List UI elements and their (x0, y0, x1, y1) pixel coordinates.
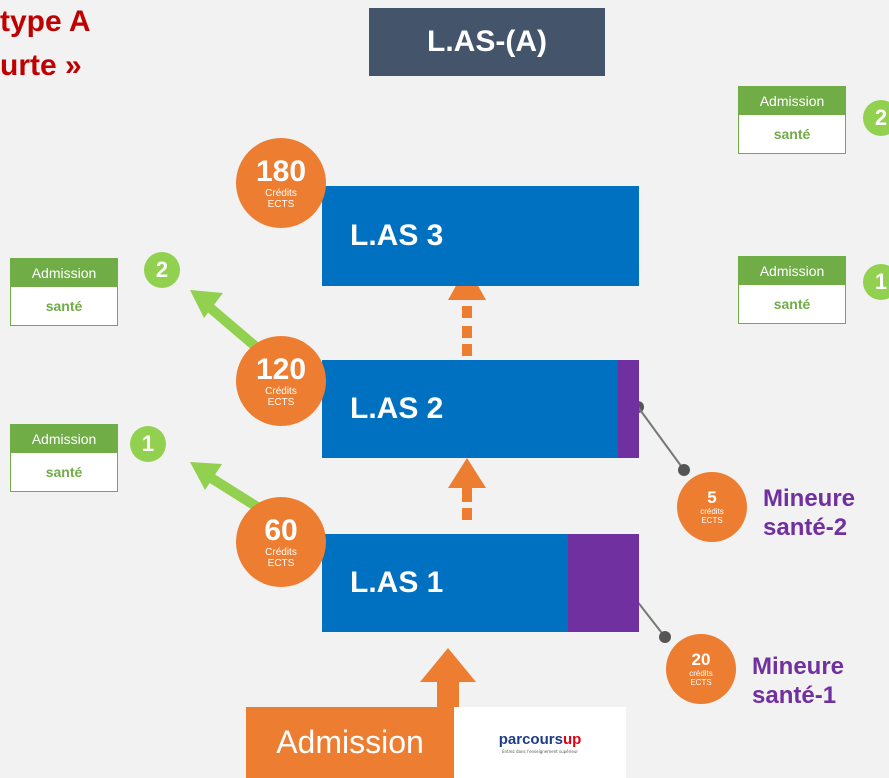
credits-circle-120: 120 Crédits ECTS (236, 336, 326, 426)
green-arrow-1 (190, 462, 265, 515)
admission-label: Admission (739, 87, 845, 115)
credits-unit-ects: ECTS (267, 397, 295, 408)
las-3-bar: L.AS 3 (322, 186, 639, 286)
mineure-sante-1-label: Mineure santé-1 (752, 652, 844, 710)
entry-arrow (420, 648, 476, 707)
minor-credits-circle-5: 5 crédits ECTS (677, 472, 747, 542)
minor-credits-unit-ects: ECTS (690, 678, 712, 687)
admission-label: Admission (739, 257, 845, 285)
minor-connector-2 (632, 401, 690, 476)
admission-sante-box-left-1: Admission santé (10, 424, 118, 492)
minor-credits-unit: crédits (700, 507, 724, 516)
credits-circle-60: 60 Crédits ECTS (236, 497, 326, 587)
las-1-minor-segment (568, 534, 639, 632)
logo-part1: parcours (498, 731, 563, 748)
credits-unit: Crédits (265, 547, 297, 558)
minor-credits-circle-20: 20 crédits ECTS (666, 634, 736, 704)
number-badge-1-left: 1 (130, 426, 166, 462)
logo-part2: up (562, 731, 582, 748)
number-badge-2-left: 2 (144, 252, 180, 288)
minor-credits-unit-ects: ECTS (701, 516, 723, 525)
mineure-line2: santé-2 (763, 514, 848, 541)
las-1-bar: L.AS 1 (322, 534, 568, 632)
diagram-title: L.AS-(A) (369, 8, 605, 76)
las-1-label: L.AS 1 (350, 566, 444, 599)
las-2-minor-segment (618, 360, 639, 458)
credits-circle-180: 180 Crédits ECTS (236, 138, 326, 228)
admission-label: Admission (11, 259, 117, 287)
admission-sante-box-right-1: Admission santé (738, 256, 846, 324)
number-badge-1-right: 1 (863, 264, 889, 300)
progress-arrow-1-2 (448, 458, 486, 520)
credits-unit: Crédits (265, 386, 297, 397)
green-arrow-2 (190, 290, 266, 356)
mineure-line1: Mineure (752, 653, 845, 680)
las-2-bar: L.AS 2 (322, 360, 618, 458)
credits-unit: Crédits (265, 188, 297, 199)
parcoursup-logo-box: parcoursup Entrez dans l'enseignement su… (454, 707, 626, 778)
parcoursup-logo: parcoursup (499, 731, 582, 748)
minor-credits-value: 20 (691, 650, 711, 669)
las-2-label: L.AS 2 (350, 392, 444, 425)
las-3-label: L.AS 3 (350, 219, 444, 252)
number-badge-2-right: 2 (863, 100, 889, 136)
sante-label: santé (45, 464, 83, 480)
admission-entry-box: Admission (246, 707, 454, 778)
credits-value: 120 (255, 353, 307, 386)
credits-value: 180 (255, 155, 307, 188)
mineure-line1: Mineure (763, 485, 856, 512)
sante-label: santé (773, 126, 811, 142)
header-title-line1: type A (0, 5, 91, 38)
minor-credits-unit: crédits (689, 669, 713, 678)
mineure-sante-2-label: Mineure santé-2 (763, 484, 855, 542)
credits-unit-ects: ECTS (267, 199, 295, 210)
sante-label: santé (773, 296, 811, 312)
credits-value: 60 (264, 514, 298, 547)
admission-label: Admission (11, 425, 117, 453)
admission-sante-box-left-2: Admission santé (10, 258, 118, 326)
parcoursup-tagline: Entrez dans l'enseignement supérieur (501, 749, 579, 754)
sante-label: santé (45, 298, 83, 314)
admission-sante-box-right-2: Admission santé (738, 86, 846, 154)
minor-credits-value: 5 (707, 488, 717, 507)
mineure-line2: santé-1 (752, 682, 837, 709)
credits-unit-ects: ECTS (267, 558, 295, 569)
header-title-line2: urte » (0, 49, 82, 82)
